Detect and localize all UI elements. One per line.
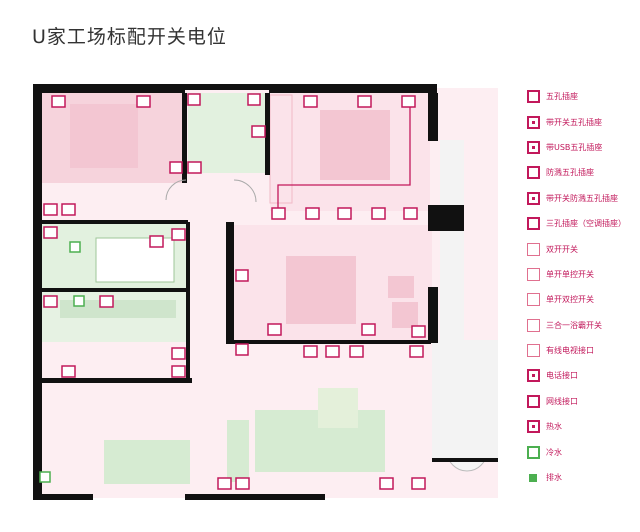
cold-water bbox=[69, 241, 81, 253]
balcony-right bbox=[440, 140, 464, 340]
splashproof-socket-icon bbox=[524, 165, 542, 181]
legend-item: 带开关防溅五孔插座 bbox=[524, 186, 636, 211]
socket bbox=[149, 235, 164, 248]
legend-item: 五孔插座 bbox=[524, 84, 636, 109]
wiring bbox=[277, 106, 411, 210]
socket bbox=[235, 477, 250, 490]
switched-five-hole-socket-icon bbox=[524, 114, 542, 130]
legend-item: 冷水 bbox=[524, 439, 636, 464]
drain-icon bbox=[524, 470, 542, 486]
door-arc bbox=[165, 179, 187, 201]
socket bbox=[43, 203, 58, 216]
socket bbox=[43, 295, 58, 308]
cold-water bbox=[73, 295, 85, 307]
cold-water bbox=[39, 471, 51, 483]
bed-left bbox=[70, 104, 138, 168]
water-points bbox=[39, 241, 85, 483]
socket bbox=[337, 207, 352, 220]
socket bbox=[267, 323, 282, 336]
socket bbox=[411, 325, 426, 338]
legend-item: 带开关五孔插座 bbox=[524, 109, 636, 134]
socket bbox=[217, 477, 232, 490]
five-hole-socket-icon bbox=[524, 89, 542, 105]
legend-item: 排水 bbox=[524, 465, 636, 490]
tv-cabinet bbox=[227, 420, 249, 482]
legend-item: 三孔插座（空调插座） bbox=[524, 211, 636, 236]
socket bbox=[171, 365, 186, 378]
socket bbox=[99, 295, 114, 308]
socket bbox=[271, 207, 286, 220]
socket bbox=[171, 347, 186, 360]
socket bbox=[303, 95, 318, 108]
legend-item: 网线接口 bbox=[524, 389, 636, 414]
legend-item: 单开双控开关 bbox=[524, 287, 636, 312]
legend-item: 防溅五孔插座 bbox=[524, 160, 636, 185]
socket bbox=[361, 323, 376, 336]
socket bbox=[411, 477, 426, 490]
socket bbox=[235, 343, 249, 356]
floor-plan bbox=[33, 84, 498, 500]
single-double-switch-icon bbox=[524, 292, 542, 308]
network-port-icon bbox=[524, 393, 542, 409]
wardrobe bbox=[269, 94, 293, 204]
socket bbox=[325, 345, 340, 358]
usb-five-hole-socket-icon bbox=[524, 139, 542, 155]
bed-master bbox=[320, 110, 390, 180]
legend-item: 三合一浴霸开关 bbox=[524, 313, 636, 338]
socket bbox=[409, 345, 424, 358]
socket bbox=[349, 345, 364, 358]
cable-tv-port-icon bbox=[524, 343, 542, 359]
balcony-bottom bbox=[432, 340, 498, 460]
socket bbox=[43, 226, 58, 239]
legend-item: 带USB五孔插座 bbox=[524, 135, 636, 160]
sockets bbox=[43, 93, 426, 490]
switched-splashproof-socket-icon bbox=[524, 190, 542, 206]
legend-item: 有线电视接口 bbox=[524, 338, 636, 363]
phone-port-icon bbox=[524, 368, 542, 384]
socket bbox=[187, 93, 201, 106]
double-switch-icon bbox=[524, 241, 542, 257]
legend-item: 热水 bbox=[524, 414, 636, 439]
socket bbox=[305, 207, 320, 220]
three-hole-socket-icon bbox=[524, 216, 542, 232]
socket bbox=[403, 207, 418, 220]
socket bbox=[51, 95, 66, 108]
socket bbox=[187, 161, 202, 174]
socket bbox=[136, 95, 151, 108]
socket bbox=[379, 477, 394, 490]
socket bbox=[401, 95, 416, 108]
single-single-switch-icon bbox=[524, 266, 542, 282]
socket bbox=[371, 207, 386, 220]
armchair bbox=[388, 276, 414, 298]
socket bbox=[171, 228, 186, 241]
legend-item: 双开开关 bbox=[524, 236, 636, 261]
legend-item: 单开单控开关 bbox=[524, 262, 636, 287]
legend: 五孔插座 带开关五孔插座 带USB五孔插座 防溅五孔插座 带开关防溅五孔插座 三… bbox=[524, 84, 636, 490]
socket bbox=[61, 203, 76, 216]
cold-water-icon bbox=[524, 444, 542, 460]
kitchen-counter bbox=[60, 300, 176, 318]
socket bbox=[235, 269, 249, 282]
socket bbox=[303, 345, 318, 358]
door-arc bbox=[233, 179, 257, 203]
socket bbox=[357, 95, 372, 108]
legend-item: 电话接口 bbox=[524, 363, 636, 388]
page-title: U家工场标配开关电位 bbox=[32, 26, 227, 48]
socket bbox=[251, 125, 266, 138]
armchair-2 bbox=[392, 302, 418, 328]
socket bbox=[169, 161, 183, 174]
dining-table bbox=[104, 440, 190, 484]
socket bbox=[247, 93, 261, 106]
socket bbox=[61, 365, 76, 378]
hot-water-icon bbox=[524, 419, 542, 435]
three-in-one-heater-switch-icon bbox=[524, 317, 542, 333]
bed-right bbox=[286, 256, 356, 324]
coffee-table bbox=[318, 388, 358, 428]
